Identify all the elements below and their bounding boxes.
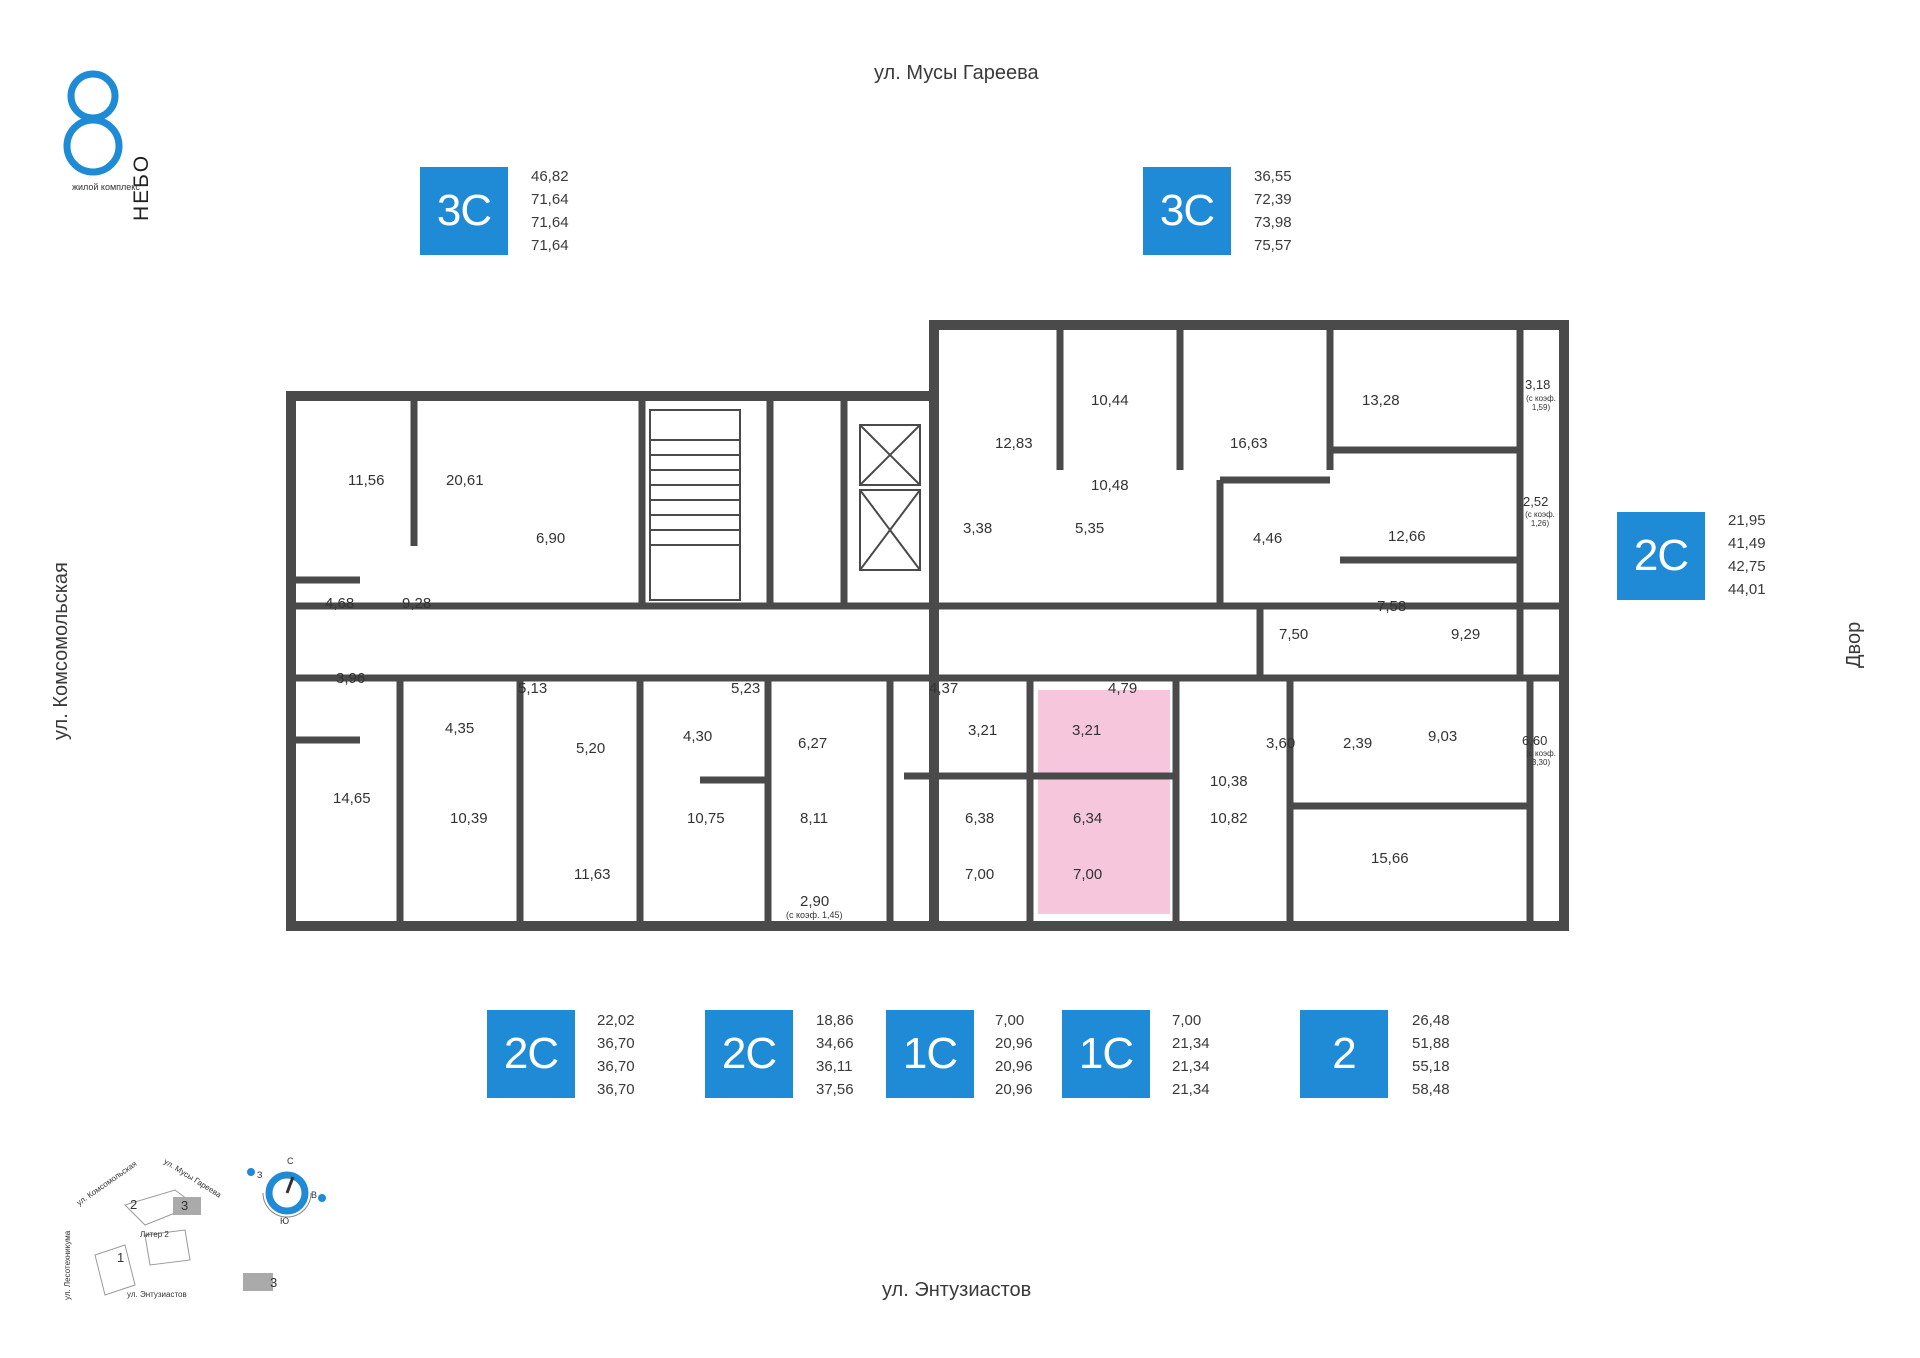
compass-south: Ю xyxy=(280,1216,290,1226)
room-area-label: 10,48 xyxy=(1091,477,1129,494)
room-area-label: 5,13 xyxy=(518,680,548,697)
room-area-label: 2,52 xyxy=(1523,494,1549,509)
key-map-building-1: 1 xyxy=(117,1250,125,1265)
room-area-label: 4,35 xyxy=(445,720,475,737)
key-map-liter: Литер 2 xyxy=(140,1230,169,1239)
room-area-label: 9,03 xyxy=(1428,728,1458,745)
room-area-label: 3,21 xyxy=(968,722,998,739)
key-map-buildings xyxy=(94,1168,326,1296)
room-area-label: 2,39 xyxy=(1343,735,1373,752)
room-area-label: 6,38 xyxy=(965,810,995,827)
compass-north: С xyxy=(287,1156,294,1166)
room-area-label: 10,82 xyxy=(1210,810,1248,827)
room-area-label: 11,56 xyxy=(348,472,385,489)
room-area-note: (с коэф. 1,59) xyxy=(1526,394,1556,412)
room-area-label: 7,00 xyxy=(965,866,995,883)
apartment-type-badge[interactable]: 3С xyxy=(1143,167,1231,255)
room-area-label: 7,58 xyxy=(1377,598,1407,615)
room-area-label: 15,66 xyxy=(1371,850,1409,867)
key-map-street-entuziastov: ул. Энтузиастов xyxy=(127,1290,187,1299)
room-area-label: 4,37 xyxy=(929,680,959,697)
room-area-label: 4,30 xyxy=(683,728,713,745)
key-map-legend-3: 3 xyxy=(270,1275,278,1290)
apartment-type-badge[interactable]: 2С xyxy=(1617,512,1705,600)
room-area-note: (с коэф. 3,30) xyxy=(1526,749,1556,767)
interior-walls xyxy=(291,325,1564,926)
room-area-label: 4,68 xyxy=(325,595,355,612)
room-area-label: 16,63 xyxy=(1230,435,1268,452)
room-area-label: 9,28 xyxy=(402,595,432,612)
key-map: ул. Комсомольская ул. Мусы Гареева ул. Л… xyxy=(55,1145,345,1320)
room-area-label: 6,60 xyxy=(1522,733,1548,748)
room-area-label: 10,44 xyxy=(1091,392,1129,409)
room-area-label: 2,90 xyxy=(800,893,830,910)
room-area-label: 3,96 xyxy=(336,670,366,687)
room-area-label: 5,35 xyxy=(1075,520,1105,537)
room-area-label: 6,27 xyxy=(798,735,828,752)
elevator-icon xyxy=(859,424,921,571)
logo: НЕБО жилой комплекс xyxy=(62,66,182,221)
room-area-label: 3,60 xyxy=(1266,735,1296,752)
apartment-type-badge[interactable]: 3С xyxy=(420,167,508,255)
apartment-type-badge[interactable]: 1С xyxy=(1062,1010,1150,1098)
room-area-label: 4,79 xyxy=(1108,680,1138,697)
room-area-label: 5,23 xyxy=(731,680,761,697)
room-area-label: 7,50 xyxy=(1279,626,1309,643)
room-area-label: 12,66 xyxy=(1388,528,1426,545)
room-area-label: 7,00 xyxy=(1073,866,1103,883)
room-area-label: 3,38 xyxy=(963,520,993,537)
apartment-type-badge[interactable]: 2 xyxy=(1300,1010,1388,1098)
street-north: ул. Мусы Гареева xyxy=(874,62,1039,84)
room-area-note: (с коэф. 1,45) xyxy=(786,910,843,920)
apartment-type-badge[interactable]: 2С xyxy=(705,1010,793,1098)
room-area-label: 3,21 xyxy=(1072,722,1102,739)
room-area-label: 10,39 xyxy=(450,810,488,827)
stairs-icon xyxy=(649,409,741,601)
room-area-label: 10,38 xyxy=(1210,773,1248,790)
room-area-label: 20,61 xyxy=(446,472,484,489)
room-area-label: 5,20 xyxy=(576,740,606,757)
compass-west: З xyxy=(257,1170,263,1180)
logo-figure-eight-icon xyxy=(63,70,123,176)
room-area-label: 11,63 xyxy=(574,866,611,883)
room-area-label: 13,28 xyxy=(1362,392,1400,409)
room-area-label: 3,18 xyxy=(1525,377,1551,392)
floor-plan-outline xyxy=(286,320,1569,931)
key-map-building-2: 2 xyxy=(130,1197,138,1212)
apartment-type-badge[interactable]: 1С xyxy=(886,1010,974,1098)
room-area-note: (с коэф. 1,26) xyxy=(1525,510,1555,528)
room-area-label: 9,29 xyxy=(1451,626,1481,643)
compass-east: В xyxy=(311,1190,318,1200)
room-area-label: 8,11 xyxy=(800,810,829,827)
highlighted-apartment[interactable] xyxy=(1038,690,1170,914)
apartment-type-badge[interactable]: 2С xyxy=(487,1010,575,1098)
key-map-building-3: 3 xyxy=(181,1198,189,1213)
room-area-label: 6,34 xyxy=(1073,810,1103,827)
street-south: ул. Энтузиастов xyxy=(882,1279,1032,1301)
key-map-street-lesotekhnikuma: ул. Лесотехникума xyxy=(63,1230,72,1300)
room-area-label: 12,83 xyxy=(995,435,1033,452)
room-area-label: 6,90 xyxy=(536,530,566,547)
room-area-label: 4,46 xyxy=(1253,530,1283,547)
room-area-label: 10,75 xyxy=(687,810,725,827)
logo-subtitle: жилой комплекс xyxy=(72,182,140,192)
room-area-label: 14,65 xyxy=(333,790,371,807)
